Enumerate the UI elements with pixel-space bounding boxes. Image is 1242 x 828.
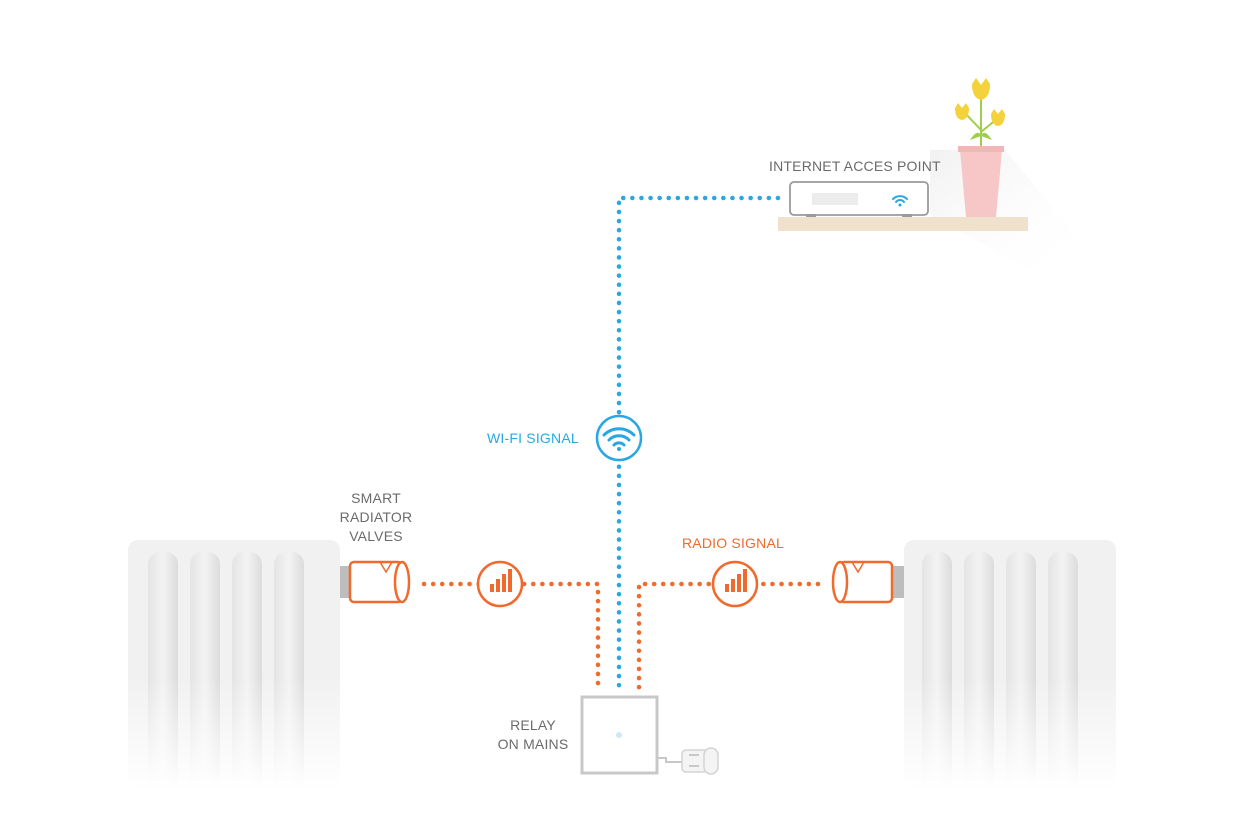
shelf-shadow: [930, 150, 1080, 270]
smart-radiator-valves-label: SMART RADIATOR VALVES: [336, 489, 416, 546]
smart-radiator-valves-line-3: VALVES: [349, 528, 403, 544]
smart-radiator-valves-line-1: SMART: [351, 490, 401, 506]
left-radiator: [128, 540, 352, 790]
relay-box-icon: [580, 695, 659, 775]
smart-radiator-valves-line-2: RADIATOR: [339, 509, 413, 525]
router-icon: [789, 181, 929, 217]
relay-on-mains-label: RELAY ON MAINS: [488, 716, 578, 754]
plug-icon: [657, 747, 719, 775]
signal-bars-icon: [476, 560, 524, 608]
internet-access-point-label: INTERNET ACCES POINT: [769, 158, 941, 174]
signal-bars-icon: [711, 560, 759, 608]
right-valve-icon: [831, 560, 894, 604]
shelf: [778, 217, 1028, 231]
relay-on-mains-line-1: RELAY: [510, 717, 556, 733]
right-radiator: [892, 540, 1116, 790]
radio-signal-path-left: [421, 581, 601, 693]
wifi-signal-label: WI-FI SIGNAL: [487, 430, 579, 446]
wifi-signal-path: [616, 195, 781, 693]
relay-on-mains-line-2: ON MAINS: [497, 736, 569, 752]
left-valve-icon: [348, 560, 411, 604]
radio-signal-label: RADIO SIGNAL: [682, 535, 784, 551]
flower-pot-icon: [955, 78, 1005, 217]
wifi-icon: [595, 414, 643, 462]
